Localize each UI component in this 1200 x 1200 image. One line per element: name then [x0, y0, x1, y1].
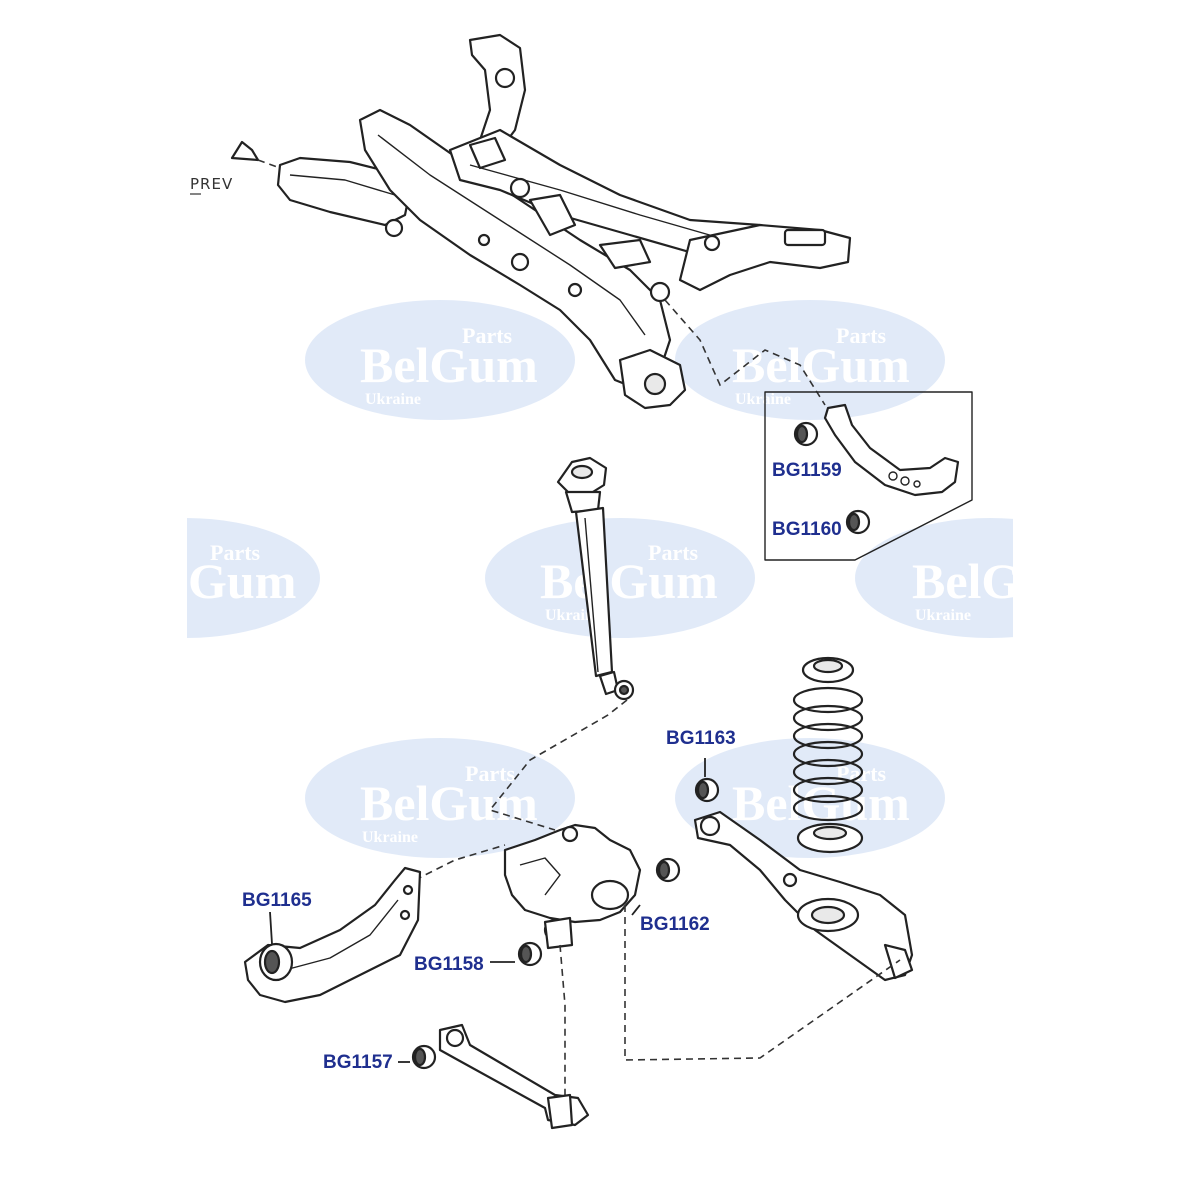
prev-label: PREV	[190, 175, 233, 193]
label-bg1157: BG1157	[323, 1052, 393, 1073]
watermark-brand-text: BelGum	[360, 775, 538, 831]
label-bg1165: BG1165	[242, 890, 312, 911]
connector-line	[414, 844, 506, 881]
direction-marker: PREV	[190, 140, 281, 195]
watermark-parts-text: Parts	[648, 540, 699, 565]
watermark-ukraine-text: Ukraine	[365, 391, 421, 408]
watermark-ukraine-text: Ukraine	[735, 391, 791, 408]
watermark-brand-text: BelGum	[540, 553, 718, 609]
shock-absorber	[556, 456, 635, 701]
bushing-bg1158	[490, 941, 543, 967]
watermark-right-mid: BelG Ukraine	[855, 518, 1020, 638]
upper-arm-detail-box: BG1159 BG1160	[764, 391, 973, 561]
connector-line	[664, 299, 826, 406]
bushing-bg1157	[398, 1044, 437, 1070]
label-bg1162: BG1162	[640, 914, 710, 935]
bushing-bg1162	[631, 857, 681, 916]
connector-line	[559, 944, 566, 1095]
watermark-ukraine-text: Ukraine	[362, 829, 418, 846]
rear-knuckle	[503, 823, 642, 950]
label-bg1163: BG1163	[666, 728, 736, 749]
label-bg1159: BG1159	[772, 460, 842, 481]
watermark-center-mid: Parts BelGum Ukraine	[485, 518, 755, 638]
watermark-parts-text: Parts	[462, 323, 513, 348]
watermark-brand-text: Gum	[188, 553, 296, 609]
watermark-ukraine-text: Ukraine	[915, 607, 971, 624]
watermark-center-top: Parts BelGum Ukraine	[305, 300, 575, 420]
lateral-link	[438, 1023, 590, 1130]
watermark-brand-text: BelGum	[732, 337, 910, 393]
bushing-bg1159	[793, 421, 819, 447]
watermark-parts-text: Parts	[210, 540, 261, 565]
bushing-bg1165	[258, 911, 294, 982]
rear-subframe	[276, 33, 852, 410]
label-bg1158: BG1158	[414, 954, 484, 975]
connector-line	[624, 905, 901, 1061]
watermark-parts-text: Parts	[465, 761, 516, 786]
bushing-bg1160	[845, 509, 871, 535]
connector-line	[488, 699, 628, 831]
watermark-left-mid: Parts Gum	[187, 518, 320, 638]
watermark-brand-text: BelG	[912, 553, 1020, 609]
bushing-bg1163	[694, 758, 720, 803]
watermark-brand-text: BelGum	[360, 337, 538, 393]
coil-spring	[792, 656, 864, 854]
watermark-parts-text: Parts	[836, 323, 887, 348]
watermark-right-top: Parts BelGum Ukraine	[675, 300, 945, 420]
label-bg1160: BG1160	[772, 519, 842, 540]
watermark-center-bottom: Parts BelGum Ukraine	[305, 738, 575, 858]
